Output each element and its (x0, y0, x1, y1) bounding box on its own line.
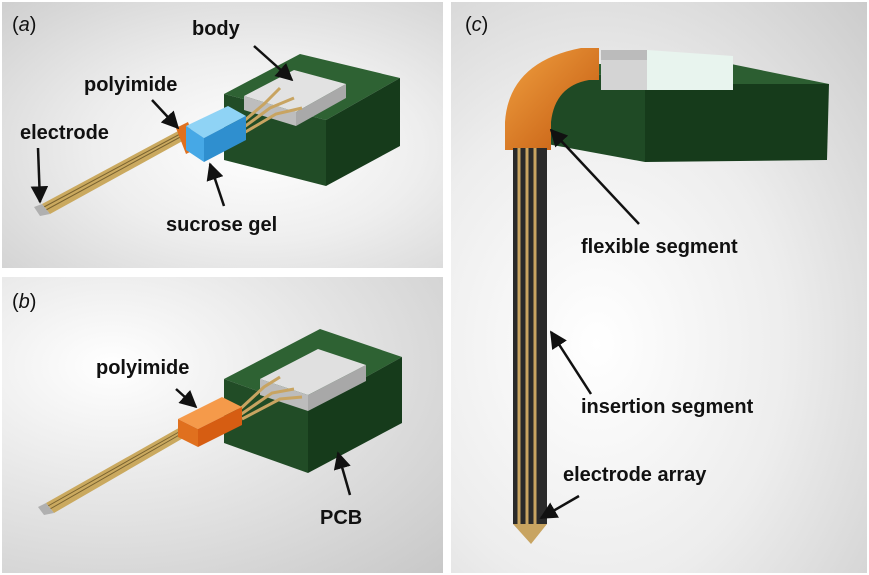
gold-traces-a (237, 86, 303, 136)
arrow-body (253, 45, 294, 82)
arrow-insertion-segment (549, 330, 593, 395)
label-polyimide-b: polyimide (96, 357, 190, 379)
panel-b: (b) (2, 277, 443, 573)
panel-c-letter-text: c (471, 14, 482, 36)
sucrose-gel-a (186, 106, 246, 162)
device-b-illustration (38, 329, 402, 515)
probe-shank-b (38, 425, 192, 515)
panel-a-letter: (a) (12, 14, 37, 36)
arrow-sucrose-gel (206, 162, 226, 207)
metal-body-a (244, 70, 346, 126)
arrow-flexible-segment (549, 128, 640, 225)
panel-c: (c) (451, 2, 867, 573)
label-pcb: PCB (320, 507, 363, 529)
label-polyimide-a: polyimide (84, 74, 178, 96)
arrow-electrode-array (539, 494, 580, 520)
label-electrode-array: electrode array (563, 464, 707, 486)
arrow-polyimide-b (175, 388, 198, 409)
arrow-polyimide-a (151, 99, 180, 130)
panel-a-letter-text: a (18, 14, 30, 36)
probe-shank-a (34, 130, 188, 216)
flexible-segment-c (505, 48, 599, 150)
device-a-illustration (30, 45, 400, 216)
label-flexible-segment: flexible segment (581, 236, 738, 258)
panel-b-letter: (b) (12, 291, 37, 313)
gold-traces-b (236, 375, 303, 421)
metal-body-b (260, 349, 366, 411)
label-body: body (192, 18, 240, 40)
panel-b-letter-text: b (18, 291, 30, 313)
metal-body-c (601, 50, 733, 90)
pcb-block-a (224, 54, 400, 186)
arrow-pcb (333, 451, 352, 496)
label-insertion-segment: insertion segment (581, 396, 754, 418)
device-c-illustration (505, 48, 829, 544)
panel-c-letter: (c) (465, 14, 489, 36)
insertion-segment-c (513, 148, 547, 544)
label-sucrose-gel: sucrose gel (166, 214, 278, 236)
label-electrode: electrode (20, 122, 109, 144)
panel-a: (a) (2, 2, 443, 268)
arrow-electrode (30, 147, 49, 204)
polyimide-b (178, 397, 242, 447)
